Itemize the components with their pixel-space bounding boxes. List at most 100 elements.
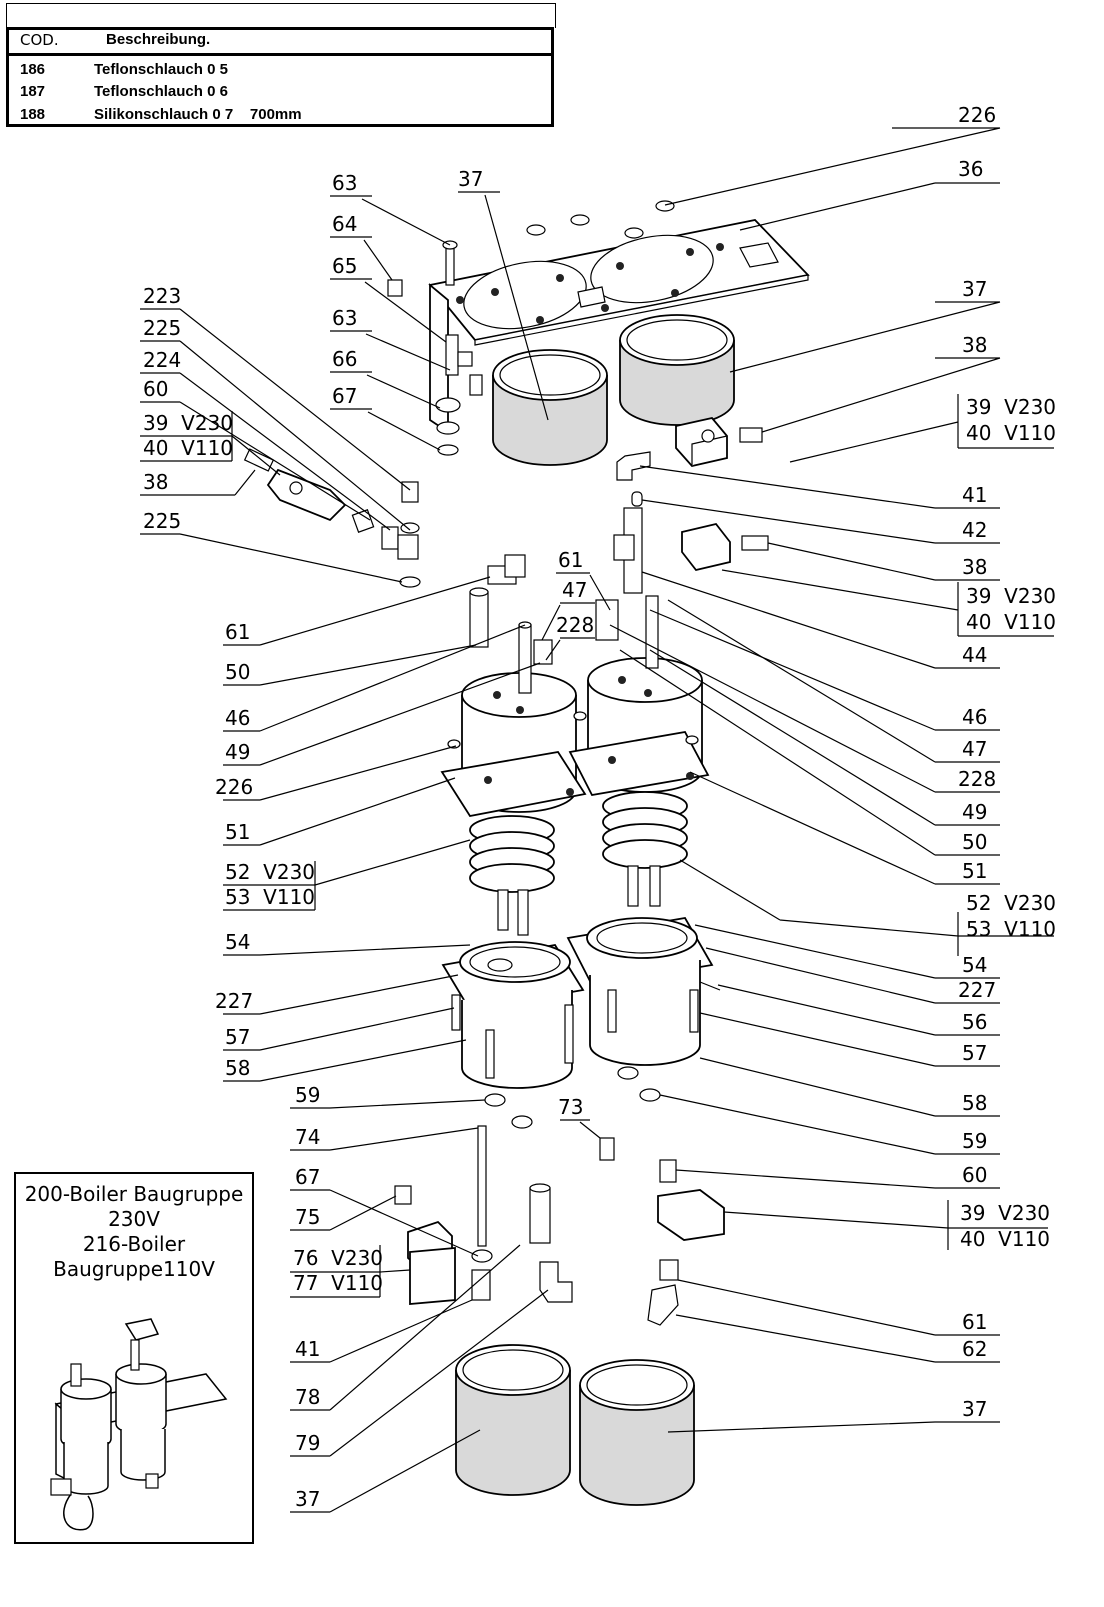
callout-37: 37: [458, 167, 483, 191]
callout-227: 227: [958, 978, 996, 1002]
callout-51: 51: [225, 820, 250, 844]
callout-52-v230: 52 V230: [225, 860, 315, 884]
assembly-overview-box: 200-Boiler Baugruppe 230V 216-Boiler Bau…: [14, 1172, 254, 1544]
callout-44: 44: [962, 643, 987, 667]
heating-coil-left: [469, 815, 555, 936]
assembly-title-line: 230V: [108, 1207, 160, 1231]
callout-77-v110: 77 V110: [293, 1271, 383, 1295]
mounting-plate: [428, 219, 810, 434]
assembly-title-line: 200-Boiler Baugruppe: [24, 1182, 244, 1206]
callout-46: 46: [225, 706, 250, 730]
callout-57: 57: [225, 1025, 250, 1049]
table-header-description: Beschreibung.: [106, 31, 211, 48]
callout-36: 36: [958, 157, 983, 181]
boiler-left-top: [440, 621, 587, 817]
callout-50: 50: [962, 830, 987, 854]
callout-37: 37: [295, 1487, 320, 1511]
nuts-top: [526, 200, 675, 239]
callout-41: 41: [295, 1337, 320, 1361]
callout-64: 64: [332, 212, 357, 236]
callout-67: 67: [295, 1165, 320, 1189]
insulation-sleeve-bottom-right: [579, 1359, 695, 1506]
callout-39-v230: 39 V230: [960, 1201, 1050, 1225]
callout-51: 51: [962, 859, 987, 883]
lower-right-valve: [647, 1159, 725, 1326]
table-header-divider: [9, 53, 551, 56]
table-row-code: 186: [20, 61, 46, 78]
callout-225: 225: [143, 316, 181, 340]
callout-224: 224: [143, 348, 181, 372]
lower-nuts-and-pipe: [477, 1066, 661, 1247]
callout-61: 61: [962, 1310, 987, 1334]
callout-46: 46: [962, 705, 987, 729]
table-frame: [6, 27, 554, 127]
callout-37: 37: [962, 1397, 987, 1421]
callout-60: 60: [962, 1163, 987, 1187]
table-row-code: 188: [20, 106, 46, 123]
callout-47: 47: [962, 737, 987, 761]
table-row-description: Teflonschlauch 0 5: [94, 61, 228, 78]
callout-59: 59: [295, 1083, 320, 1107]
callout-49: 49: [225, 740, 250, 764]
callout-76-v230: 76 V230: [293, 1246, 383, 1270]
callout-62: 62: [962, 1337, 987, 1361]
boiler-right-top: [568, 595, 710, 796]
callout-54: 54: [225, 930, 250, 954]
table-row-code: 187: [20, 83, 46, 100]
callout-73: 73: [558, 1095, 583, 1119]
solenoid-valve-left: [243, 448, 421, 588]
leader-lines: [140, 127, 1054, 1513]
callout-225: 225: [143, 509, 181, 533]
callout-226: 226: [958, 103, 996, 127]
callout-74: 74: [295, 1125, 320, 1149]
lower-left-valve: [394, 1185, 493, 1305]
fittings-boiler-left: [469, 554, 526, 648]
callout-67: 67: [332, 384, 357, 408]
table-header-code: COD.: [20, 31, 59, 49]
callout-227: 227: [215, 989, 253, 1013]
parts-table: COD. Beschreibung. 186 Teflonschlauch 0 …: [6, 3, 558, 131]
heating-coil-right: [602, 791, 688, 907]
callout-228: 228: [556, 613, 594, 637]
callout-38: 38: [962, 333, 987, 357]
callout-59: 59: [962, 1129, 987, 1153]
assembly-thumbnail: [50, 1318, 228, 1531]
callout-41: 41: [962, 483, 987, 507]
callout-57: 57: [962, 1041, 987, 1065]
callout-61: 61: [558, 548, 583, 572]
insulation-sleeve-bottom-left: [455, 1344, 571, 1496]
callout-49: 49: [962, 800, 987, 824]
callout-63: 63: [332, 171, 357, 195]
callout-75: 75: [295, 1205, 320, 1229]
assembly-title: 200-Boiler Baugruppe 230V 216-Boiler Bau…: [16, 1182, 252, 1282]
callout-65: 65: [332, 254, 357, 278]
solenoid-valve-top-right: [616, 417, 763, 507]
callout-40-v110: 40 V110: [966, 610, 1056, 634]
table-top-frame: [6, 3, 556, 28]
callout-labels: 226 36 37 63 64 65 63 66 67 223 225 224 …: [143, 103, 1056, 1511]
callout-223: 223: [143, 284, 181, 308]
boiler-right-bottom: [566, 917, 721, 1066]
callout-78: 78: [295, 1385, 320, 1409]
callout-63: 63: [332, 306, 357, 330]
callout-50: 50: [225, 660, 250, 684]
callout-66: 66: [332, 347, 357, 371]
callout-39-v230: 39 V230: [966, 584, 1056, 608]
callout-53-v110: 53 V110: [966, 917, 1056, 941]
callout-58: 58: [962, 1091, 987, 1115]
callout-42: 42: [962, 518, 987, 542]
callout-40-v110: 40 V110: [960, 1227, 1050, 1251]
insulation-sleeve-top-right: [619, 314, 735, 426]
callout-47: 47: [562, 578, 587, 602]
table-row-description: Silikonschlauch 0 7 700mm: [94, 106, 302, 123]
table-row-description: Teflonschlauch 0 6: [94, 83, 228, 100]
callout-39-v230: 39 V230: [966, 395, 1056, 419]
callout-61: 61: [225, 620, 250, 644]
callout-226: 226: [215, 775, 253, 799]
callout-52-v230: 52 V230: [966, 891, 1056, 915]
assembly-title-line: 216-Boiler: [82, 1232, 186, 1256]
boiler-left-bottom: [441, 941, 585, 1089]
callout-58: 58: [225, 1056, 250, 1080]
callout-38: 38: [143, 470, 168, 494]
